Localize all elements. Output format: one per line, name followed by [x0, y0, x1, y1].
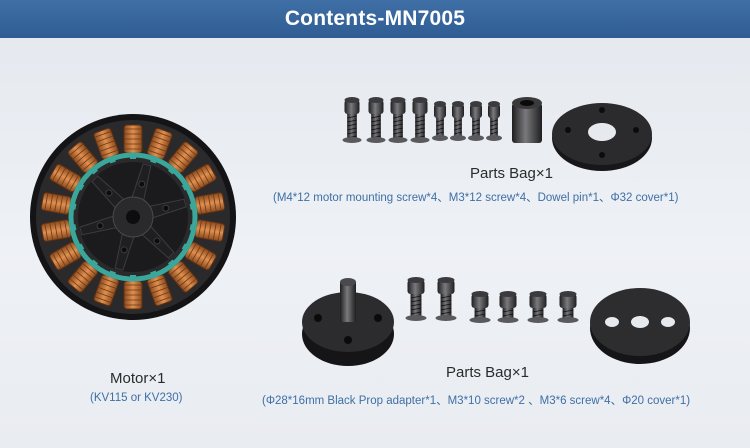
- parts-bag-1-label: Parts Bag×1: [470, 165, 553, 182]
- dowel-pin-image: [512, 97, 542, 143]
- page-title: Contents-MN7005: [284, 7, 466, 30]
- parts-bag-2-contents: (Φ28*16mm Black Prop adapter*1、M3*10 scr…: [262, 395, 691, 407]
- cover-32-image: [552, 103, 652, 171]
- cover-20-image: [590, 288, 690, 364]
- prop-adapter-image: [302, 278, 394, 366]
- parts-bag-1-contents: (M4*12 motor mounting screw*4、M3*12 scre…: [273, 192, 679, 204]
- motor-label: Motor×1: [110, 370, 166, 387]
- parts-bag-1-image: [342, 97, 502, 143]
- motor-kv-options: (KV115 or KV230): [90, 392, 183, 404]
- parts-bag-2-label: Parts Bag×1: [446, 364, 529, 381]
- parts-bag-2-image: [405, 277, 579, 323]
- motor-image: [30, 114, 236, 320]
- header-banner: Contents-MN7005: [0, 0, 750, 38]
